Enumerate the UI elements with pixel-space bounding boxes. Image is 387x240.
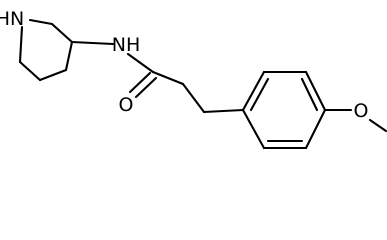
- bond-ar1-ar2: [241, 70, 266, 112]
- bond-n-co: [126, 52, 155, 74]
- bond-co-ch2: [151, 70, 185, 86]
- carbonyl-oxygen-label: O: [119, 94, 134, 116]
- structure-svg: HN NH O O: [0, 8, 387, 150]
- bond-ch2-ring: [202, 108, 245, 114]
- bond-ch2-ch2: [181, 82, 206, 114]
- benzene-ring: [241, 70, 327, 150]
- bond-ar6-ar1: [241, 108, 266, 150]
- double-bond-ar3-ar4: [300, 77, 319, 112]
- bond-c4-c5: [38, 68, 68, 82]
- bond-c6-nh: [18, 25, 24, 64]
- bond-co-o-2: [134, 76, 158, 99]
- double-bond-ar1-ar2: [249, 77, 270, 112]
- methoxy-group: [323, 108, 387, 133]
- amide-linker: [70, 40, 245, 114]
- ring-nh-label: HN: [0, 8, 24, 30]
- piperidine-ring: [18, 18, 74, 82]
- amide-nh-label: NH: [112, 34, 141, 56]
- bond-nh-c2: [28, 18, 54, 26]
- bond-c3-n: [70, 40, 115, 46]
- bond-co-o-1: [128, 71, 152, 94]
- bond-o-ch3: [368, 118, 387, 133]
- bond-c3-c4: [64, 40, 74, 72]
- bond-ar4-ar5: [304, 108, 327, 150]
- bond-ar3-ar4: [304, 70, 327, 112]
- ether-oxygen-label: O: [354, 100, 369, 122]
- molecule-drawing: HN NH O O: [0, 8, 387, 150]
- bond-c5-c6: [18, 60, 42, 82]
- bond-c2-c3: [50, 22, 74, 44]
